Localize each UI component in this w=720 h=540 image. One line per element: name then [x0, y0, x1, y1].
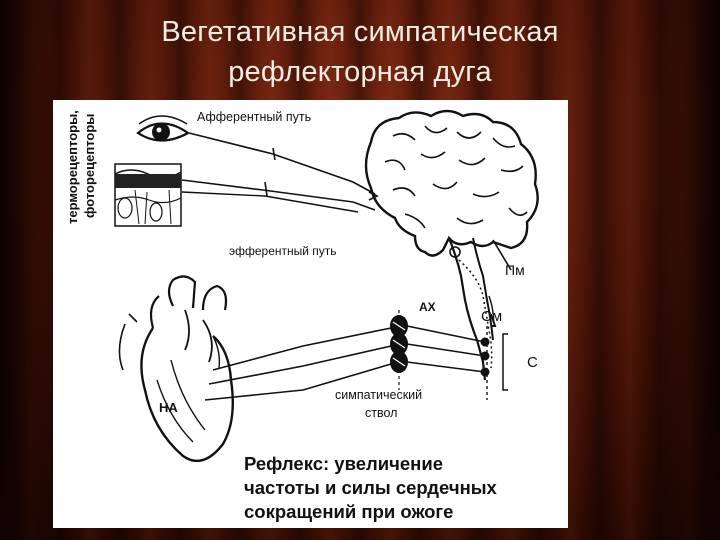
pm-label: Пм — [505, 262, 525, 278]
curtain-left-edge — [0, 0, 60, 540]
sm-label: См — [481, 308, 503, 325]
caption-line-1: Рефлекс: увеличение — [244, 453, 443, 474]
heart-drawing — [118, 275, 234, 463]
brain-outline — [364, 109, 539, 381]
afferent-path-label: Афферентный путь — [197, 110, 312, 124]
diagram-panel: терморецепторы, фоторецепторы Афферентны… — [53, 100, 568, 528]
reflex-arc-diagram — [114, 109, 539, 463]
trunk-label-line-2: ствол — [365, 406, 398, 420]
efferent-path-label: эфферентный путь — [229, 244, 337, 258]
trunk-label-line-1: симпатический — [335, 388, 423, 402]
ax-label: АХ — [419, 300, 436, 314]
c-label: С — [527, 354, 538, 371]
sympathetic-ganglia — [390, 315, 408, 373]
eye-icon — [136, 115, 191, 142]
receptor-label-line-2: фоторецепторы — [82, 113, 97, 218]
reflex-caption: Рефлекс: увеличение частоты и силы серде… — [244, 452, 564, 524]
skin-section-icon — [114, 163, 182, 227]
caption-line-3: сокращений при ожоге — [244, 501, 454, 522]
curtain-right-edge — [660, 0, 720, 540]
slide-title-line-1: Вегетативная симпатическая — [161, 16, 559, 48]
caption-line-2: частоты и силы сердечных — [244, 477, 497, 498]
receptor-label-line-1: терморецепторы, — [65, 110, 80, 224]
na-label: НА — [159, 400, 178, 415]
slide-title-line-2: рефлекторная дуга — [228, 56, 492, 88]
